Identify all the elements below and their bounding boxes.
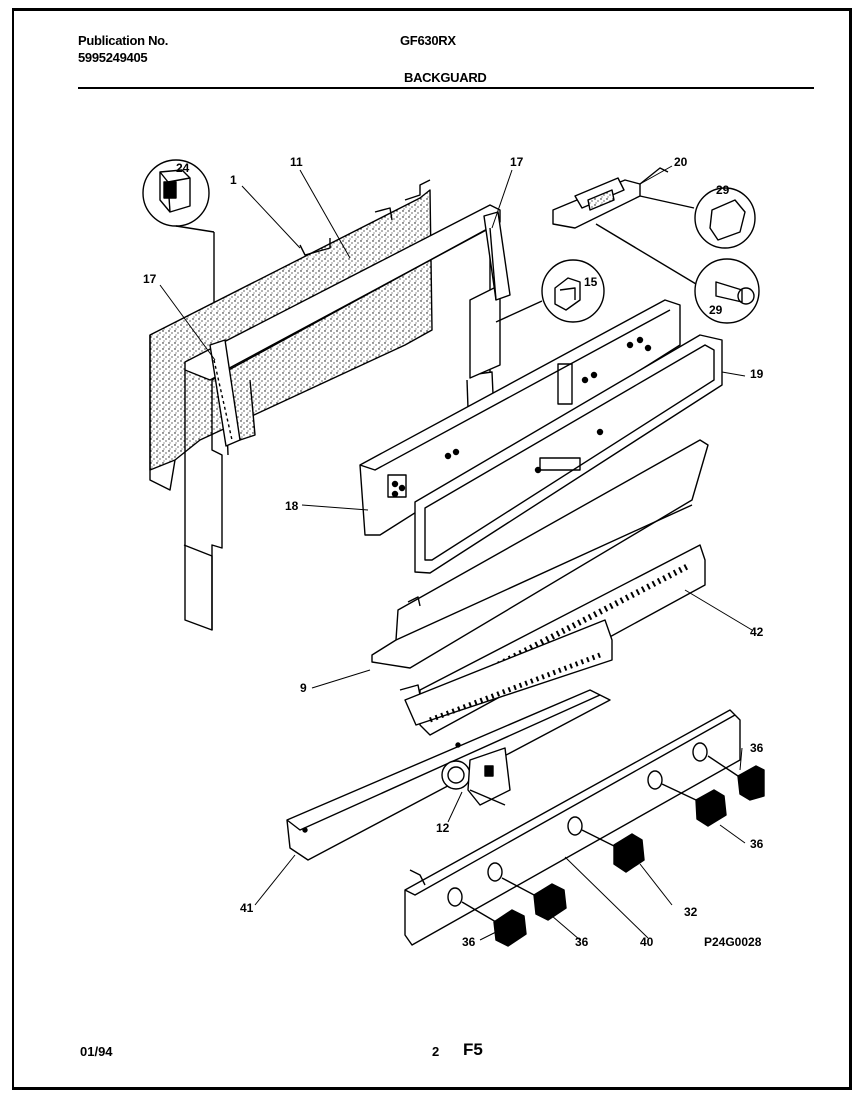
figure-code: P24G0028 (704, 935, 762, 949)
callout-41: 41 (240, 901, 254, 915)
part-29-screw (595, 223, 760, 324)
section-title: BACKGUARD (404, 70, 487, 85)
callout-20: 20 (674, 155, 688, 169)
publication-label: Publication No. (78, 33, 169, 48)
callout-labels: 1 11 17 24 17 20 29 29 15 19 18 42 9 36 … (143, 155, 764, 949)
callout-36-bottom-a: 36 (462, 935, 476, 949)
callout-32: 32 (684, 905, 698, 919)
header-rule (78, 87, 814, 89)
callout-12: 12 (436, 821, 450, 835)
callout-17-left: 17 (143, 272, 157, 286)
part-29-knob (639, 187, 756, 249)
callout-40: 40 (640, 935, 654, 949)
callout-11: 11 (290, 155, 303, 169)
page-frame (12, 8, 852, 1090)
footer-date: 01/94 (80, 1044, 113, 1059)
callout-19: 19 (750, 367, 764, 381)
callout-36-right: 36 (750, 837, 764, 851)
part-20-bracket (552, 167, 669, 229)
part-42-vented-rail (404, 544, 706, 736)
part-18-control-plate (359, 299, 681, 536)
part-40-manifold-panel (404, 709, 741, 946)
callout-9: 9 (300, 681, 307, 695)
part-11-channel (183, 204, 511, 631)
callout-24: 24 (176, 161, 190, 175)
part-12-valve (441, 747, 511, 806)
knob-32 (581, 829, 645, 873)
leader-lines (159, 165, 753, 941)
part-9-trim (371, 439, 709, 696)
footer-page: 2 (432, 1044, 440, 1059)
part-19-overlay-panel (414, 334, 723, 574)
callout-36-top: 36 (750, 741, 764, 755)
part-17-bracket-left (209, 339, 241, 447)
model-number: GF630RX (400, 33, 456, 48)
callout-29-screw: 29 (709, 303, 723, 317)
knob-36-d (707, 755, 765, 801)
footer-code: F5 (463, 1040, 483, 1059)
callout-1: 1 (230, 173, 237, 187)
knob-36-a (461, 901, 527, 947)
callout-36-bottom-b: 36 (575, 935, 589, 949)
publication-number: 5995249405 (78, 50, 148, 65)
knob-36-b (501, 877, 567, 921)
callout-18: 18 (285, 499, 299, 513)
callout-42: 42 (750, 625, 764, 639)
knob-36-c (661, 783, 727, 827)
callout-29-knob: 29 (716, 183, 730, 197)
part-15-clip (495, 259, 605, 323)
callout-17-top: 17 (510, 155, 524, 169)
callout-15: 15 (584, 275, 598, 289)
